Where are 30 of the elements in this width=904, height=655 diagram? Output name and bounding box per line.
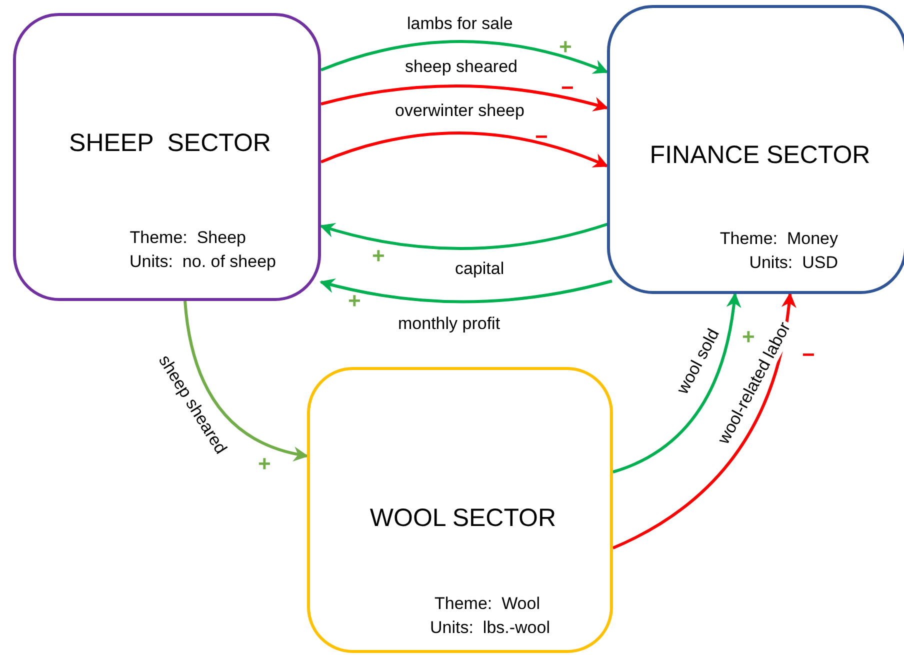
sector-box [13,13,321,301]
sector-title: WOOL SECTOR [368,503,558,533]
polarity-sign: − [535,126,548,148]
polarity-sign: − [802,344,815,366]
edge-label: monthly profit [396,314,502,334]
edge-label: sheep sheared [403,57,520,77]
polarity-sign: + [348,290,361,312]
theme-units-text: Units: USD [748,253,838,274]
polarity-sign: + [559,36,572,58]
edge-label: overwinter sheep [393,101,526,121]
theme-units-text: Units: no. of sheep [128,252,276,272]
theme-units-text: Units: lbs.-wool [429,618,550,638]
sector-box [307,367,613,653]
arrow [612,292,741,474]
theme-units-text: Theme: Sheep [128,228,246,248]
arrow [320,222,608,250]
arrow [184,300,308,461]
polarity-sign: + [258,453,271,475]
theme-units-text: Theme: Money [718,229,838,250]
arrow [612,292,796,550]
sector-title: FINANCE SECTOR [648,140,872,170]
arrow [320,132,608,168]
theme-units-text: Theme: Wool [433,594,540,614]
sector-box [607,5,904,294]
arrow [320,40,608,74]
sector-title: SHEEP SECTOR [68,128,272,158]
polarity-sign: − [561,77,574,99]
polarity-sign: + [742,326,755,348]
arrow [320,84,608,112]
polarity-sign: + [372,245,385,267]
